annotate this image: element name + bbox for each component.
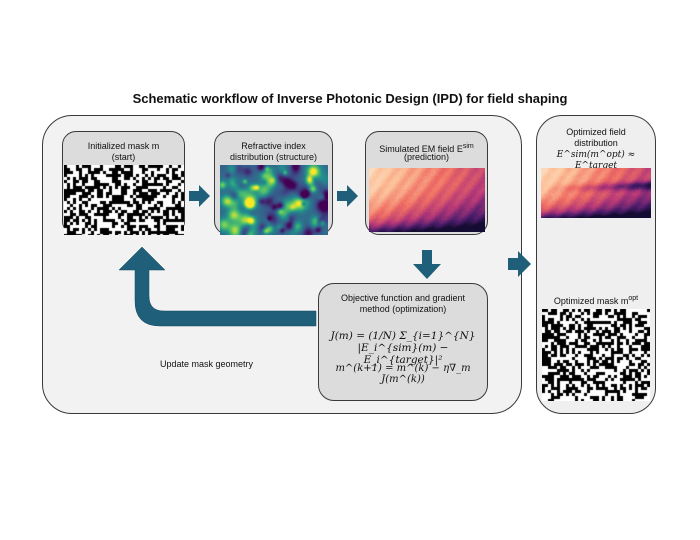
refractive-index-card: Refractive index distribution (structure… [214, 131, 333, 235]
optimized-results-panel: Optimized field distribution E^sim(m^opt… [536, 115, 656, 414]
optimized-field-equation: E^sim(m^opt) ≈ E^target [556, 150, 636, 171]
simulated-field-sublabel: (prediction) [403, 152, 450, 162]
objective-function-card: Objective function and gradient method (… [318, 283, 488, 401]
optimized-mask-label: Optimized mask m [553, 296, 629, 306]
objective-function-label: Objective function and gradient [340, 293, 466, 303]
initialized-mask-label: Initialized mask m [87, 141, 160, 151]
diagram-title: Schematic workflow of Inverse Photonic D… [132, 91, 568, 106]
arrow-simulated-to-objective [413, 250, 441, 279]
optimized-field-image [541, 168, 651, 218]
initialized-mask-card: Initialized mask m (start) [62, 131, 185, 235]
optimized-field-label: Optimized field [566, 127, 626, 137]
arrow-mask-to-refractive [189, 185, 210, 207]
simulated-field-image [369, 168, 485, 232]
simulated-field-label: Simulated EM field E [379, 144, 463, 154]
optimized-mask-image [542, 309, 650, 401]
refractive-index-image [220, 165, 328, 235]
simulated-field-card: Simulated EM field Esim (prediction) [365, 131, 488, 235]
optimized-field-sublabel: distribution [574, 138, 618, 148]
arrow-update-feedback [118, 246, 317, 327]
simulated-field-sup: sim [462, 143, 474, 150]
arrow-refractive-to-simulated [337, 185, 358, 207]
update-mask-label: Update mask geometry [160, 359, 254, 369]
optimized-mask-sup: opt [628, 295, 639, 302]
objective-equation-text: J(m) = (1/N) Σ_{i=1}^{N} |E_i^{sim}(m) −… [330, 330, 476, 366]
gradient-update-equation-text: m^(k+1) = m^(k) − η∇_m J(m^(k)) [335, 363, 471, 385]
initialized-mask-sublabel: (start) [111, 152, 136, 162]
arrow-to-optimized [508, 251, 531, 277]
refractive-index-sublabel: distribution (structure) [229, 152, 318, 162]
initialized-mask-image [64, 165, 184, 235]
objective-equation: J(m) = (1/N) Σ_{i=1}^{N} |E_i^{sim}(m) −… [319, 330, 487, 366]
refractive-index-label: Refractive index [241, 141, 306, 151]
gradient-update-equation: m^(k+1) = m^(k) − η∇_m J(m^(k)) [319, 363, 487, 385]
objective-function-sublabel: method (optimization) [359, 304, 447, 314]
